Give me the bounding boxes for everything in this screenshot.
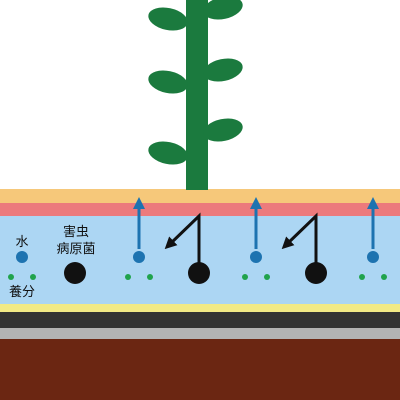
- water-droplet-icon: [133, 251, 145, 263]
- legend-nutrients-label: 養分: [9, 284, 35, 300]
- plant-leaf: [148, 7, 188, 31]
- blocked-arrow-icon: [281, 212, 318, 263]
- pathogen-dot-icon: [188, 262, 210, 284]
- nutrient-dot-icon: [8, 274, 14, 280]
- plant-leaf: [203, 118, 243, 142]
- soil-base: [0, 339, 400, 400]
- blocked-arrow-icon: [164, 212, 201, 263]
- pathogen-dot-icon: [305, 262, 327, 284]
- plant-leaf: [203, 58, 243, 82]
- nutrient-dot-icon: [359, 274, 365, 280]
- legend-pests-label: 害虫: [63, 224, 89, 240]
- gray-band: [0, 328, 400, 339]
- water-droplet-icon: [367, 251, 379, 263]
- nutrient-dot-icon: [381, 274, 387, 280]
- legend-water-label: 水: [15, 235, 28, 250]
- plant-leaf: [148, 141, 188, 165]
- water-droplet-icon: [250, 251, 262, 263]
- legend-pathogens-label: 病原菌: [56, 242, 95, 257]
- plant-leaf: [148, 70, 188, 94]
- plant-leaf: [203, 0, 243, 20]
- topsoil-band: [0, 189, 400, 203]
- nutrient-dot-icon: [30, 274, 36, 280]
- dark-band: [0, 312, 400, 328]
- red-band: [0, 203, 400, 216]
- water-droplet-icon: [16, 251, 28, 263]
- nutrient-dot-icon: [147, 274, 153, 280]
- yellow-band: [0, 304, 400, 312]
- nutrient-dot-icon: [242, 274, 248, 280]
- nutrient-dot-icon: [264, 274, 270, 280]
- plant-icon: [148, 0, 243, 190]
- uptake-group: [125, 197, 387, 280]
- legend: 水 養分 害虫 病原菌: [8, 224, 96, 300]
- pathogen-dot-icon: [64, 262, 86, 284]
- nutrient-dot-icon: [125, 274, 131, 280]
- plant-stem: [186, 0, 208, 190]
- blocked-group: [164, 212, 327, 284]
